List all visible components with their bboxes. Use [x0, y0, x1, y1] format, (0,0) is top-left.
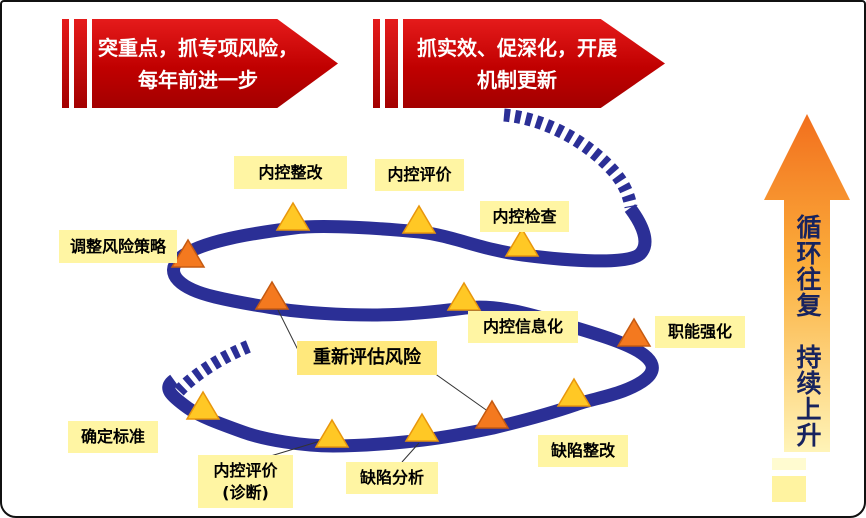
milestone-triangle	[314, 418, 350, 448]
spiral-path-solid	[162, 204, 659, 453]
banner-stripe	[385, 19, 398, 108]
banner-arrow-shape	[403, 19, 665, 108]
label-adjust-risk-strategy: 调整风险策略	[59, 230, 177, 263]
label-defect-rectification: 缺陷整改	[538, 435, 628, 467]
milestone-triangle	[474, 399, 510, 429]
label-ic-inspection: 内控检查	[480, 201, 569, 232]
banner-phase-2: 抓实效、促深化，开展 机制更新	[373, 19, 665, 108]
milestone-triangle	[275, 201, 311, 231]
label-ic-evaluation-diagnosis: 内控评价 (诊断)	[198, 455, 293, 508]
cycle-up-text: 循环往复 持续上升	[793, 213, 822, 448]
connector-line	[263, 438, 328, 459]
connector-line	[275, 305, 301, 355]
spiral-path-dashed-top	[503, 108, 638, 209]
connector-line	[433, 372, 490, 413]
banner-arrow-shape	[92, 19, 338, 108]
connector-line	[401, 442, 420, 463]
milestone-triangle	[616, 317, 652, 347]
banner-phase-1: 突重点，抓专项风险， 每年前进一步	[62, 19, 338, 108]
upward-arrow	[764, 114, 850, 452]
milestone-triangle	[170, 238, 206, 268]
milestone-triangle	[504, 227, 540, 257]
label-ic-informatization: 内控信息化	[468, 311, 578, 343]
milestone-triangle	[254, 280, 290, 310]
milestone-triangle	[404, 412, 440, 442]
banner-phase-1-text: 突重点，抓专项风险， 每年前进一步	[98, 35, 298, 92]
label-ic-evaluation: 内控评价	[375, 159, 464, 191]
banner-stripe	[62, 19, 69, 108]
milestone-triangle	[401, 204, 437, 234]
arrow-base-bar	[772, 476, 806, 502]
banner-phase-2-text: 抓实效、促深化，开展 机制更新	[417, 35, 617, 92]
label-reassess-risk: 重新评估风险	[297, 341, 437, 375]
label-function-strengthening: 职能强化	[655, 316, 745, 348]
milestone-triangle	[446, 281, 482, 311]
banner-stripe	[373, 19, 380, 108]
banner-stripe	[74, 19, 87, 108]
spiral-path-dashed-bottom	[174, 338, 255, 396]
milestone-triangle	[556, 377, 592, 407]
milestone-triangle	[185, 390, 221, 420]
label-defect-analysis: 缺陷分析	[346, 462, 438, 494]
label-set-standards: 确定标准	[68, 421, 158, 453]
label-ic-rectification: 内控整改	[234, 156, 347, 189]
arrow-base-bar	[772, 458, 806, 470]
